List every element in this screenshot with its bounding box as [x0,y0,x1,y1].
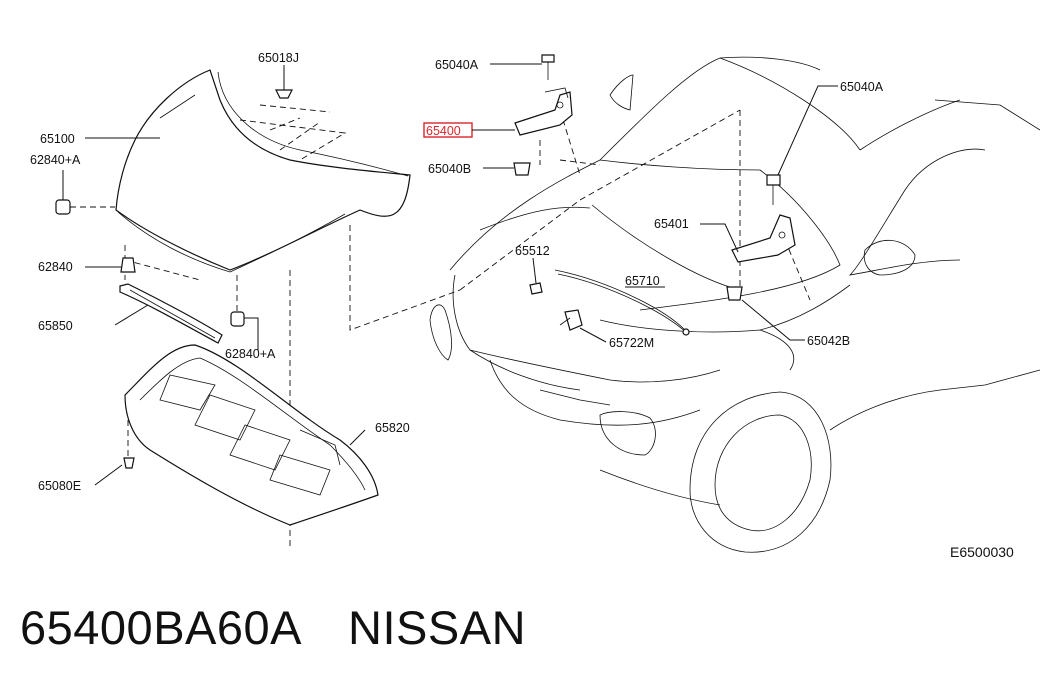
hood-insulator-65820-part [124,344,379,526]
bumper-62840A-lower-part [230,311,259,350]
part-number: 65400BA60A [20,601,303,654]
release-cable-65710-part [554,269,690,336]
clip-65512-part [529,257,543,295]
diagram-code: E6500030 [950,544,1014,560]
lock-65722M-part [559,309,607,343]
label-62840[interactable]: 62840 [38,260,73,274]
bolt-65040A-right-part [766,85,838,205]
bumper-62840-part [85,257,136,273]
hood-hinge-65400-part [500,87,573,136]
part-footer: 65400BA60A NISSAN [20,600,526,655]
hood-panel [115,69,411,273]
vehicle-body [429,56,1041,553]
label-65040A-left[interactable]: 65040A [435,58,479,72]
clip-65080E-part [94,457,135,486]
nut-65040B-part [483,162,531,176]
label-65512[interactable]: 65512 [515,244,550,258]
label-65401[interactable]: 65401 [654,217,689,231]
label-65710[interactable]: 65710 [625,274,660,288]
label-65018J[interactable]: 65018J [258,51,299,65]
label-65850[interactable]: 65850 [38,319,73,333]
label-65040B[interactable]: 65040B [428,162,471,176]
label-62840A-lower[interactable]: 62840+A [225,347,276,361]
label-65100[interactable]: 65100 [40,132,75,146]
hood-hinge-65401-part [700,214,796,263]
callout-labels: 65018J 65100 62840+A 62840 65850 62840+A… [30,51,1014,560]
label-62840A-upper[interactable]: 62840+A [30,153,81,167]
label-65820[interactable]: 65820 [375,421,410,435]
hood-seal-65850-part [114,283,223,344]
label-65400[interactable]: 65400 [426,124,461,138]
vehicle-guide-lines [459,109,811,301]
grommet-65018J-part [275,65,293,99]
label-65040A-right[interactable]: 65040A [840,80,884,94]
label-65042B[interactable]: 65042B [807,334,850,348]
bolt-65040A-left-part [490,54,555,80]
label-65722M[interactable]: 65722M [609,336,654,350]
brand-name: NISSAN [348,601,527,654]
nut-65042B-part [726,286,805,341]
bumper-62840A-upper-part [55,170,71,215]
label-65080E[interactable]: 65080E [38,479,81,493]
